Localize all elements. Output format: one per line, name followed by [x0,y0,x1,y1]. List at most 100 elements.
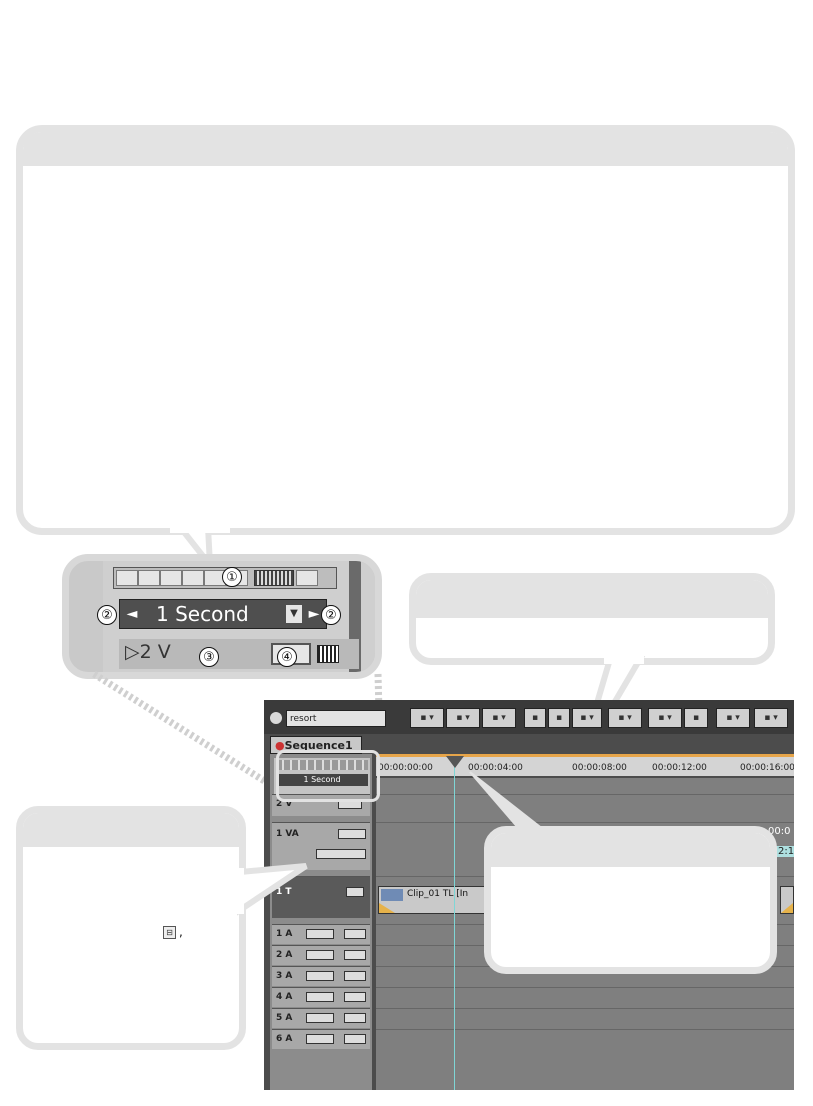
track-toggle[interactable] [306,971,334,981]
zoom-control-highlight [276,750,380,802]
track-toggle[interactable] [306,1013,334,1023]
track-header-callout: ⊟ , [16,806,246,1050]
timeline-zoom-control: 1 Second [274,758,370,794]
toolbar-button[interactable]: ▪ ▾ [716,708,750,728]
title-clip[interactable]: Clip_01 TL [In [378,886,492,914]
time-ruler[interactable]: 00:00:00:00 00:00:04:00 00:00:08:00 00:0… [376,754,794,776]
track-toggle[interactable] [306,950,334,960]
track-header: 3 A [272,966,370,986]
track-lane[interactable] [376,794,794,817]
clip-transition-icon [781,903,793,913]
track-toggle[interactable] [344,1034,366,1044]
marker-2-right: ② [321,605,341,625]
toolbar-button[interactable]: ▪ ▾ [482,708,516,728]
toolbar-button[interactable]: ▪ [684,708,708,728]
project-icon[interactable] [270,712,282,724]
track-lane[interactable] [376,1008,794,1029]
track-header: 5 A [272,1008,370,1028]
va-timecode: 00:0 [768,826,791,837]
track-header: 2 A [272,945,370,965]
zoom-connector-left [92,671,284,795]
marker-3: ③ [199,647,219,667]
toolbar-button[interactable]: ▪ ▾ [648,708,682,728]
track-toggle[interactable] [344,992,366,1002]
track-toggle[interactable] [338,829,366,839]
sequence-tab[interactable]: ●Sequence1 [270,736,362,754]
track-toggle[interactable] [344,929,366,939]
project-field[interactable]: resort [286,710,386,727]
track-lane[interactable] [376,822,794,871]
track-callout-pointer [236,863,308,916]
track-name: 6 A [276,1034,293,1044]
marker-4: ④ [277,647,297,667]
track-toggle[interactable] [306,992,334,1002]
cti-line[interactable] [454,758,455,1090]
track-name: 1 VA [276,829,299,839]
track-name: 2 A [276,950,293,960]
ruler-tick: 00:00:00:00 [378,763,433,773]
cti-callout [484,826,777,974]
mini-time-unit-selector[interactable]: 1 Second [276,774,368,786]
track-callout-header [23,813,239,847]
zoom-slider-segment [138,570,160,586]
toolbar-button[interactable]: ▪ ▾ [754,708,788,728]
timeline-toolbar: resort ▪ ▾ ▪ ▾ ▪ ▾ ▪ ▪ ▪ ▾ ▪ ▾ ▪ ▾ ▪ ▪ ▾… [264,700,794,734]
main-description-callout [16,125,795,535]
toolbar-button[interactable]: ▪ ▾ [446,708,480,728]
track-toggle[interactable] [316,849,366,859]
toolbar-button[interactable]: ▪ ▾ [572,708,602,728]
ruler-tick: 00:00:08:00 [572,763,627,773]
cti-callout-header [491,833,770,867]
ruler-tick: 00:00:04:00 [468,763,523,773]
toolbar-button[interactable]: ▪ [548,708,570,728]
ruler-callout-header [416,580,768,618]
track-header: 1 T [272,876,370,918]
time-unit-label: 1 Second [156,602,249,626]
track-toggle[interactable] [346,887,364,897]
ruler-tick: 00:00:16:00 [740,763,794,773]
film-icon[interactable] [317,645,339,663]
track-name: 4 A [276,992,293,1002]
marker-1: ① [222,567,242,587]
va-timecode-marker: 2:1 [776,846,794,857]
track-lane[interactable] [376,1029,794,1050]
track-toggle[interactable] [344,971,366,981]
track-name: 5 A [276,1013,293,1023]
mini-zoom-slider[interactable] [276,760,368,770]
toolbar-button[interactable]: ▪ [524,708,546,728]
zoom-slider-thumb[interactable] [254,570,294,586]
zoom-slider-segment [160,570,182,586]
track-name: ▷2 V [125,641,171,663]
zoom-slider-segment [296,570,318,586]
chevron-down-icon[interactable]: ▼ [286,605,302,623]
lock-comma: , [179,925,183,939]
sequence-dot-icon: ● [275,739,285,752]
cti-callout-pointer [469,771,546,831]
track-toggle[interactable] [344,1013,366,1023]
track-header-v2: ▷2 V [119,639,359,669]
zoom-out-arrow-icon[interactable]: ◄ [126,606,138,622]
ruler-tick: 00:00:12:00 [652,763,707,773]
track-toggle[interactable] [344,950,366,960]
track-header: 6 A [272,1029,370,1049]
clip-thumbnail [381,889,403,901]
toolbar-button[interactable]: ▪ ▾ [410,708,444,728]
zoom-in-arrow-icon[interactable]: ► [308,606,320,622]
clip-name: Clip_01 TL [In [407,889,469,899]
clip-transition-icon [379,903,395,913]
track-toggle[interactable] [306,1034,334,1044]
track-name: 2 V [276,799,293,809]
track-name: 1 A [276,929,293,939]
track-name: 1 T [276,887,292,897]
zoom-slider-segment [182,570,204,586]
track-lane[interactable] [376,987,794,1008]
cti-marker-icon[interactable] [446,756,464,768]
track-toggle[interactable] [306,929,334,939]
lock-icon: ⊟ [163,926,176,939]
work-area-bar[interactable] [376,754,794,757]
track-name: 3 A [276,971,293,981]
toolbar-button[interactable]: ▪ ▾ [608,708,642,728]
time-unit-selector[interactable]: ◄ 1 Second ▼ ► [119,599,327,629]
main-callout-header [23,132,788,166]
title-clip-end[interactable] [780,886,794,914]
